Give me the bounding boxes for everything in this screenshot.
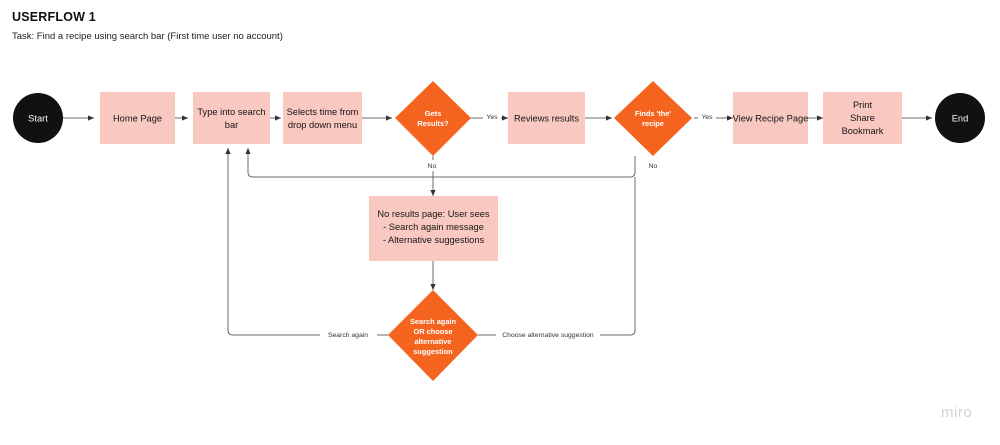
node-start[interactable]: Start (13, 93, 63, 143)
type-search-box (193, 92, 270, 144)
page-title: USERFLOW 1 (12, 10, 96, 24)
search-again-label-line1: Search again (410, 317, 456, 326)
no-results-label-line2: - Search again message (383, 222, 484, 232)
selects-time-label-line1: Selects time from (287, 107, 359, 117)
no-results-box (369, 196, 498, 261)
node-finds-recipe-decision[interactable]: Finds 'the' recipe (614, 81, 692, 156)
edge-labels-layer: Yes No Yes No Search again Choose altern… (320, 111, 716, 340)
start-label: Start (28, 114, 48, 124)
selects-time-box (283, 92, 362, 144)
node-gets-results-decision[interactable]: Gets Results? (395, 81, 471, 156)
finds-recipe-label-line2: recipe (642, 119, 664, 128)
label-bg-no-1 (424, 160, 440, 171)
label-bg-yes-2 (698, 111, 716, 122)
type-search-label-line2: bar (225, 120, 238, 130)
edge-label-no-2: No (649, 163, 658, 170)
node-print-share-bookmark[interactable]: Print Share Bookmark (823, 92, 902, 144)
edge-searchagain-left-to-type (225, 148, 398, 336)
edge-finds-no-to-type (245, 148, 636, 178)
reviews-results-box (508, 92, 585, 144)
node-end[interactable]: End (935, 93, 985, 143)
view-recipe-box (733, 92, 808, 144)
bookmark-label: Bookmark (842, 126, 884, 136)
node-search-again-decision[interactable]: Search again OR choose alternative sugge… (388, 290, 478, 381)
search-again-diamond (388, 290, 478, 381)
selects-time-label-line2: drop down menu (288, 120, 357, 130)
print-label: Print (853, 100, 873, 110)
start-circle (13, 93, 63, 143)
node-view-recipe-page[interactable]: View Recipe Page (733, 92, 809, 144)
print-share-box (823, 92, 902, 144)
edge-label-no-1: No (428, 163, 437, 170)
edge-label-yes-1: Yes (486, 114, 498, 121)
view-recipe-label: View Recipe Page (733, 114, 809, 124)
page-subtitle: Task: Find a recipe using search bar (Fi… (12, 31, 283, 42)
finds-recipe-diamond (614, 81, 692, 156)
search-again-label-line3: alternative (415, 337, 452, 346)
finds-recipe-label-line1: Finds 'the' (635, 109, 672, 118)
edge-label-yes-2: Yes (701, 114, 713, 121)
home-page-label: Home Page (113, 114, 162, 124)
node-reviews-results[interactable]: Reviews results (508, 92, 585, 144)
gets-results-label-line2: Results? (417, 119, 449, 128)
edge-choose-alternative-to-return (478, 177, 636, 336)
search-again-label-line4: suggestion (413, 347, 453, 356)
miro-watermark: miro (941, 404, 973, 421)
gets-results-diamond (395, 81, 471, 156)
node-no-results-page[interactable]: No results page: User sees - Search agai… (369, 196, 498, 261)
label-bg-yes-1 (483, 111, 501, 122)
node-home-page[interactable]: Home Page (100, 92, 175, 144)
node-type-into-search-bar[interactable]: Type into search bar (193, 92, 270, 144)
end-label: End (952, 114, 969, 124)
node-selects-time[interactable]: Selects time from drop down menu (283, 92, 362, 144)
home-page-box (100, 92, 175, 144)
edge-label-search-again: Search again (328, 332, 368, 339)
share-label: Share (850, 113, 875, 123)
label-bg-choose-alternative (496, 329, 600, 340)
edge-label-choose-alternative: Choose alternative suggestion (502, 332, 594, 339)
type-search-label-line1: Type into search (197, 107, 265, 117)
label-bg-search-again (320, 329, 377, 340)
no-results-label-line1: No results page: User sees (377, 209, 489, 219)
end-circle (935, 93, 985, 143)
search-again-label-line2: OR choose (413, 327, 452, 336)
gets-results-label-line1: Gets (425, 109, 441, 118)
no-results-label-line3: - Alternative suggestions (383, 235, 485, 245)
label-bg-no-2 (645, 160, 661, 171)
reviews-results-label: Reviews results (514, 114, 579, 124)
